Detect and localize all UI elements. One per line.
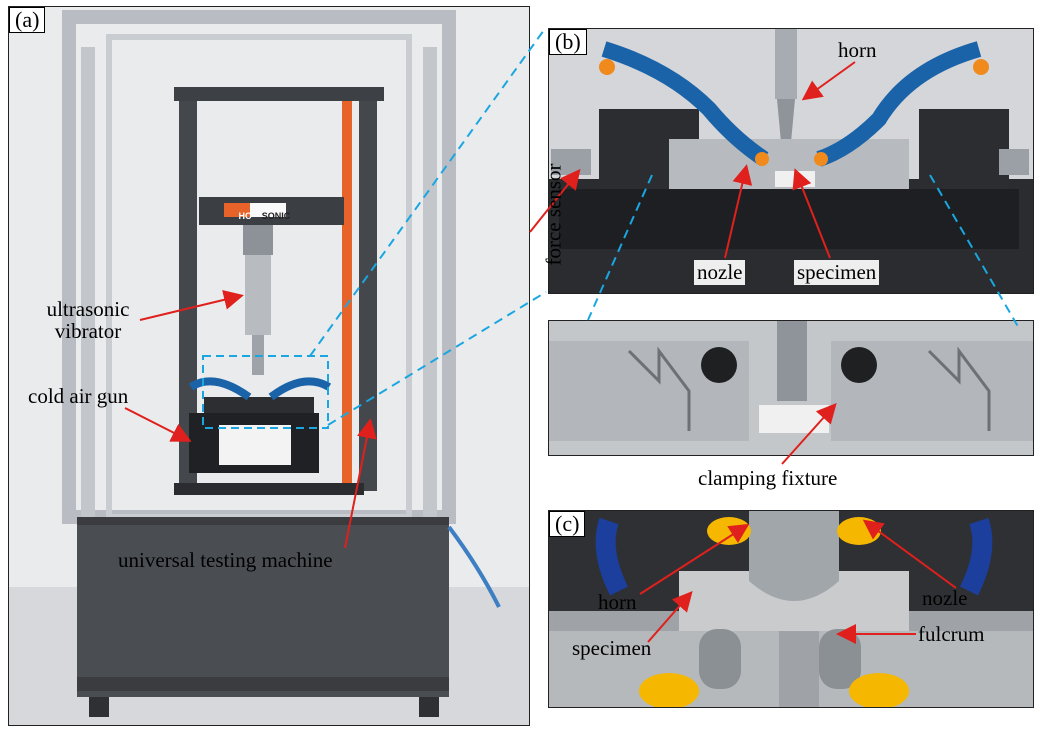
panel-b-tag: (b) xyxy=(549,29,587,55)
logo-brand-right: SONIC xyxy=(261,211,291,221)
label-ultrasonic-vibrator: ultrasonic vibrator xyxy=(46,297,130,343)
label-specimen-c: specimen xyxy=(572,636,652,660)
hc-sonic-logo: HC SONIC xyxy=(232,209,294,223)
label-specimen-b: specimen xyxy=(794,260,880,285)
label-clamping-fixture: clamping fixture xyxy=(698,466,838,490)
label-universal-testing-machine: universal testing machine xyxy=(118,548,333,572)
clamping-fixture-zoom-photo xyxy=(549,321,1033,455)
label-force-sensor: force sensor xyxy=(541,163,566,266)
panel-a-photo: (a) HC SONIC xyxy=(8,6,530,726)
label-nozle-c: nozle xyxy=(922,586,968,610)
fixture-photo-top xyxy=(549,29,1033,293)
panel-a-tag: (a) xyxy=(9,7,46,33)
label-horn-b: horn xyxy=(838,38,877,62)
label-cold-air-gun: cold air gun xyxy=(28,384,129,408)
label-horn-c: horn xyxy=(598,590,637,614)
panel-b-photo-zoom xyxy=(548,320,1034,456)
label-nozle-b: nozle xyxy=(694,260,746,285)
panel-b-photo-top: (b) xyxy=(548,28,1034,294)
logo-brand-left: HC xyxy=(238,211,252,221)
testing-machine-photo xyxy=(9,7,529,725)
label-fulcrum: fulcrum xyxy=(918,622,985,646)
horn-specimen-closeup-photo xyxy=(549,511,1033,707)
panel-c-tag: (c) xyxy=(549,511,586,537)
